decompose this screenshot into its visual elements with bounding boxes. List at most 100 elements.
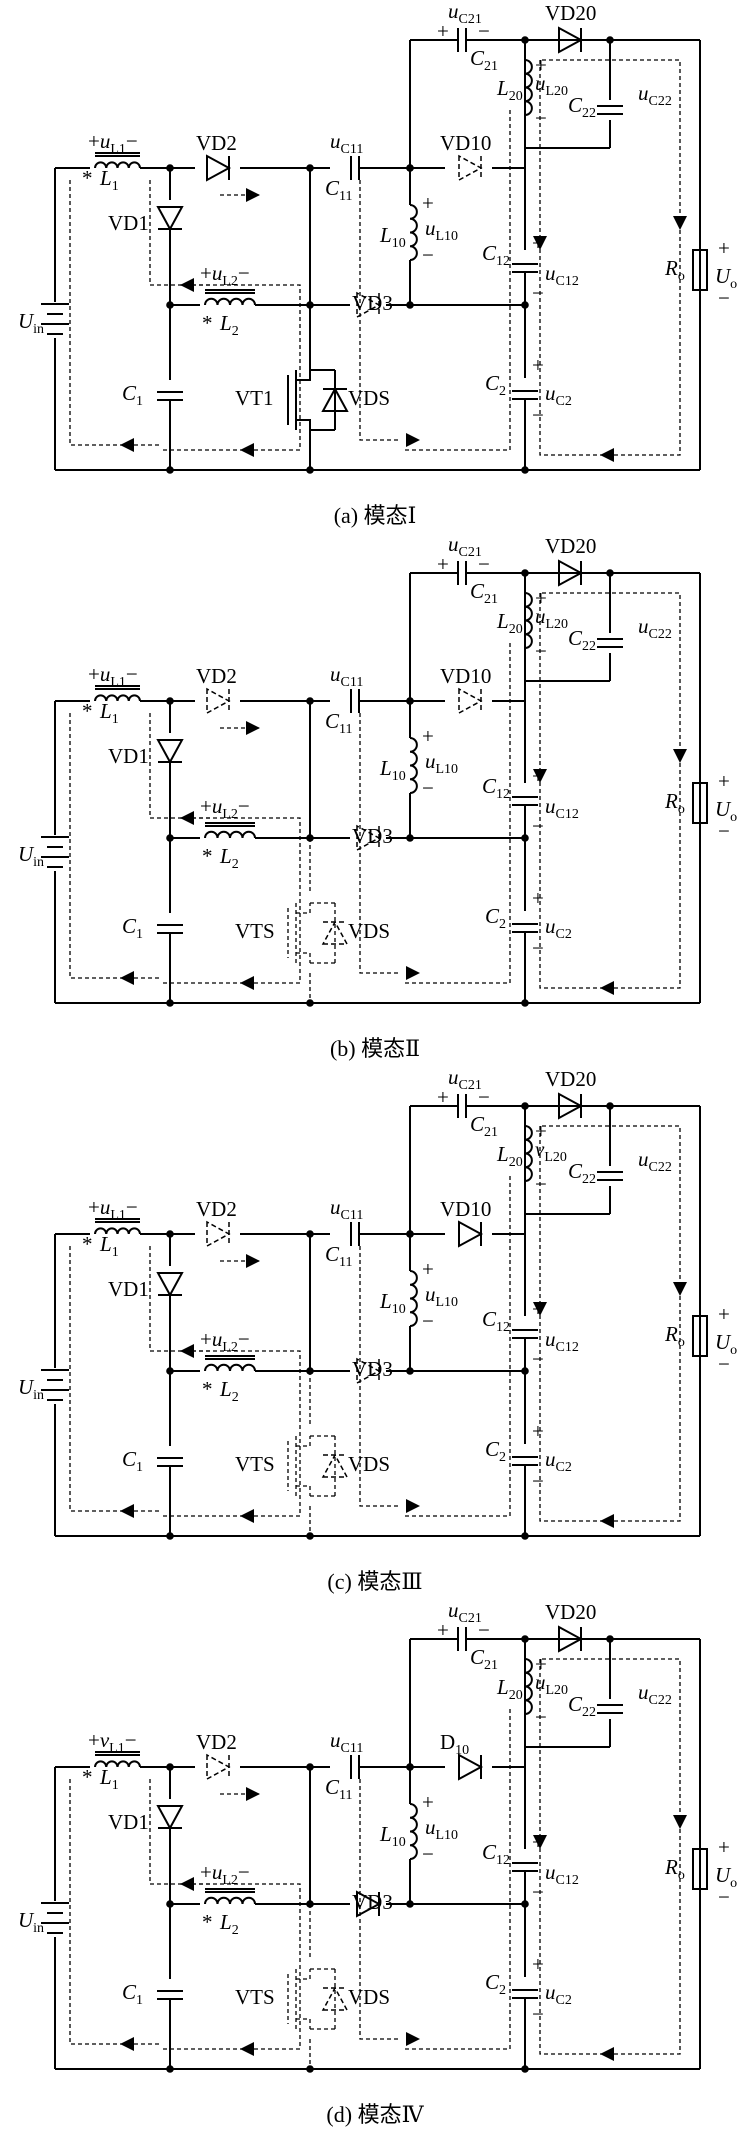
cap-gap (157, 1457, 183, 1467)
cap-gap (512, 1862, 538, 1872)
label-uc11-main: u (330, 662, 341, 686)
label-uo-sub: o (730, 1876, 737, 1891)
label-c22-sub: 22 (582, 106, 596, 121)
resistor-body (692, 782, 708, 824)
junction-dot (406, 834, 414, 842)
label-ul2: +uL2− (200, 794, 250, 822)
resistor-body (692, 249, 708, 291)
label-c21-main: C (470, 579, 485, 603)
label-minus: − (532, 1347, 544, 1371)
diode-triangle (206, 154, 232, 182)
label-uc22-sub: C22 (649, 1160, 672, 1175)
label-star: * (202, 844, 213, 868)
label-uc12: uC12 (545, 1860, 579, 1888)
coil (524, 1658, 533, 1715)
label-c22: C22 (568, 93, 596, 121)
junction-dot (606, 1635, 614, 1643)
capacitor-c22 (597, 105, 623, 115)
label-uc12-main: u (545, 794, 556, 818)
cap-gap (457, 1094, 467, 1118)
label-ul20: uL20 (535, 1670, 568, 1698)
capacitor-c2 (512, 1456, 538, 1466)
cap-gap (597, 638, 623, 648)
label-l2-main: L (219, 844, 232, 868)
coil (94, 1227, 141, 1235)
label-c22-sub: 22 (582, 1705, 596, 1720)
current-arrow (533, 1835, 547, 1849)
inductor-l10 (409, 737, 418, 794)
current-loop (359, 180, 400, 441)
capacitor-c12 (512, 1862, 538, 1872)
current-loop (359, 713, 400, 974)
label-l2: L2 (219, 1910, 239, 1938)
current-arrow (240, 443, 254, 457)
label-l20: L20 (496, 1675, 523, 1703)
label-vd1: VD1 (108, 1277, 149, 1301)
label-star: * (202, 1910, 213, 1934)
drain (296, 903, 311, 914)
label-vd3: VD3 (352, 291, 393, 315)
label-l20-sub: 20 (509, 1688, 523, 1703)
diode-vd3 (356, 1357, 381, 1385)
label-plus: + (718, 236, 730, 260)
label-plus: + (718, 1835, 730, 1859)
label-star: * (82, 166, 93, 190)
diode-triangle (156, 1272, 184, 1298)
junction-dot (521, 1900, 529, 1908)
label-ro-main: R (664, 1855, 678, 1879)
label-uin-sub: in (33, 1921, 44, 1936)
label-minus: − (532, 1469, 544, 1493)
label-l1-main: L (99, 699, 112, 723)
junction-dot (306, 1367, 314, 1375)
label-c2: C2 (485, 371, 506, 399)
label-uc12-main: u (545, 1327, 556, 1351)
label-l20-sub: 20 (509, 89, 523, 104)
label-c12-sub: 12 (496, 254, 510, 269)
label-minus: − (535, 1705, 547, 1729)
label-l20: L20 (496, 1142, 523, 1170)
gap (41, 1901, 69, 1937)
current-arrow (673, 1815, 687, 1829)
label-c1-main: C (122, 1447, 137, 1471)
label-vd1: VD1 (108, 744, 149, 768)
junction-dot (521, 569, 529, 577)
label-minus: − (478, 552, 490, 576)
diode-triangle (558, 1625, 584, 1653)
label-plus: + (535, 1652, 547, 1676)
cap-gap (512, 390, 538, 400)
label-c21: C21 (470, 46, 498, 74)
label-vd20: VD20 (545, 1, 596, 25)
label-l1-main: L (99, 1765, 112, 1789)
capacitor-c2 (512, 923, 538, 933)
label-c11: C11 (325, 709, 353, 737)
junction-dot (521, 2065, 529, 2073)
label-uc11-sub: C11 (341, 142, 364, 157)
label-uo-sub: o (730, 277, 737, 292)
label-ul10-main: u (425, 1815, 436, 1839)
capacitor-c11 (350, 156, 360, 180)
inductor-l1 (94, 152, 141, 169)
label-uc12-sub: C12 (556, 1340, 579, 1355)
label-switch: VTS (235, 919, 275, 943)
junction-dot (406, 1230, 414, 1238)
diode-triangle (156, 739, 184, 765)
label-uc2-sub: C2 (556, 1993, 572, 2008)
label-uc21: uC21 (448, 0, 482, 27)
cap-gap (512, 1989, 538, 1999)
source (296, 952, 311, 963)
junction-dot (166, 834, 174, 842)
label-c12-sub: 12 (496, 787, 510, 802)
label-c21-sub: 21 (484, 592, 498, 607)
label-c22-sub: 22 (582, 639, 596, 654)
label-plus: + (532, 1830, 544, 1854)
junction-dot (166, 1532, 174, 1540)
label-uc21-main: u (448, 1599, 459, 1622)
label-c2-sub: 2 (499, 384, 506, 399)
label-uc22: uC22 (638, 614, 672, 642)
junction-dot (606, 36, 614, 44)
label-c1-main: C (122, 1980, 137, 2004)
diode-triangle (206, 687, 231, 715)
diode-vd10 (458, 1753, 484, 1781)
label-ul10-sub: L10 (436, 762, 459, 777)
